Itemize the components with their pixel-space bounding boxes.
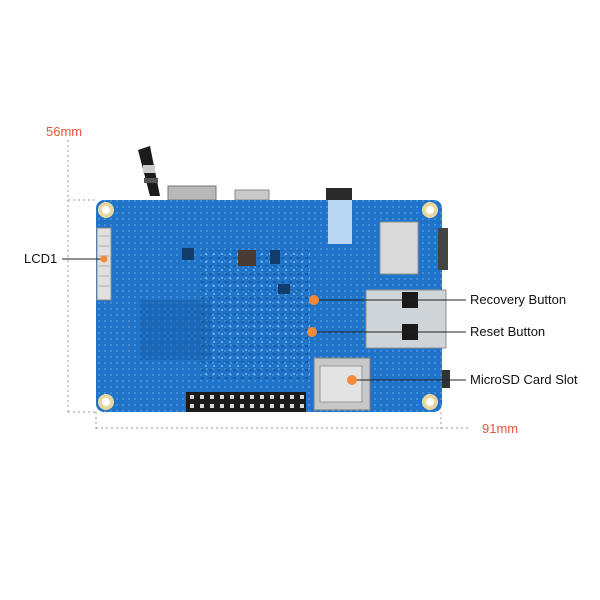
lcd-callout-leader bbox=[62, 255, 108, 263]
height-dimension-label: 56mm bbox=[46, 124, 83, 139]
reset-callout-leader bbox=[307, 327, 466, 337]
header-connector bbox=[234, 189, 270, 201]
usb-connector bbox=[167, 185, 217, 201]
height-dimension-line bbox=[67, 140, 98, 413]
recovery-callout-leader bbox=[309, 295, 466, 305]
gpio-header bbox=[186, 392, 306, 412]
lcd-callout-label: LCD1 bbox=[24, 251, 58, 266]
antenna-cable bbox=[138, 146, 160, 196]
width-dimension-line bbox=[95, 412, 470, 430]
width-dimension-label: 91mm bbox=[482, 421, 519, 436]
usb-port-side bbox=[438, 228, 448, 270]
microsd-callout-label: MicroSD Card Slot bbox=[470, 372, 578, 387]
lcd-connector bbox=[96, 227, 112, 301]
microsd-callout-leader bbox=[347, 375, 466, 385]
power-connector bbox=[326, 188, 352, 200]
recovery-callout-label: Recovery Button bbox=[470, 292, 567, 307]
reset-callout-label: Reset Button bbox=[470, 324, 546, 339]
vga-port bbox=[379, 221, 419, 275]
